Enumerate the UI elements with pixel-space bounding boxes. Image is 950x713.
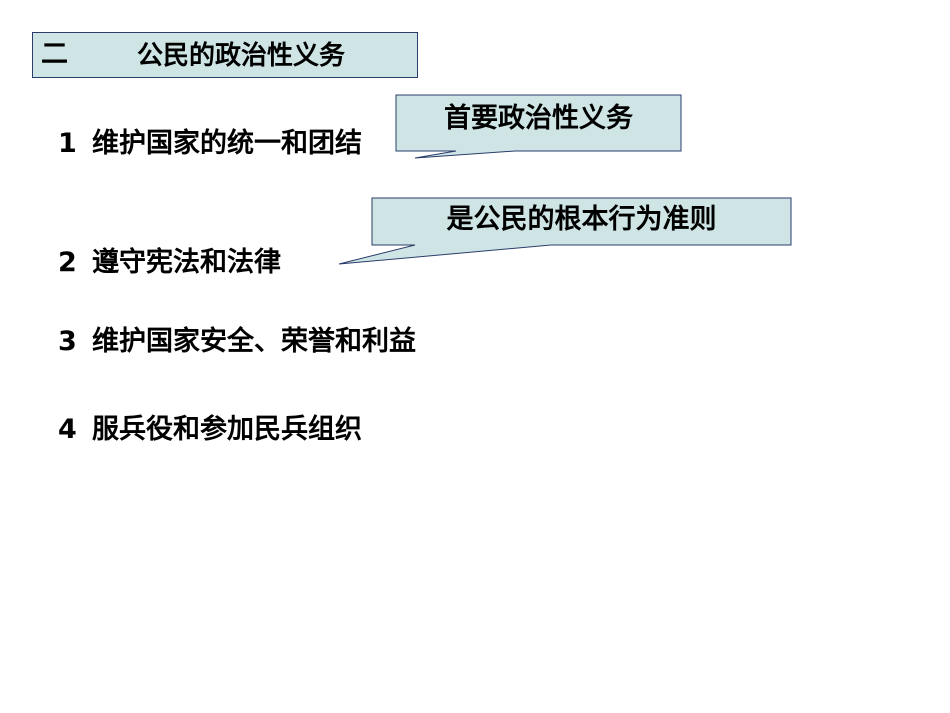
callout-text: 是公民的根本行为准则 [446, 204, 717, 235]
callout-primary-duty: 首要政治性义务 [396, 95, 681, 151]
list-item-number: 3 [58, 326, 77, 357]
list-item-number: 4 [58, 414, 77, 445]
list-item-text: 维护国家的统一和团结 [92, 128, 362, 159]
section-title: 公民的政治性义务 [137, 41, 346, 71]
list-item: 1 维护国家的统一和团结 [58, 128, 362, 160]
list-item: 2 遵守宪法和法律 [58, 247, 281, 279]
list-item: 4 服兵役和参加民兵组织 [58, 414, 362, 446]
list-item-text: 服兵役和参加民兵组织 [92, 414, 362, 445]
list-item-text: 维护国家安全、荣誉和利益 [92, 326, 416, 357]
section-number: 二 [41, 39, 68, 70]
callout-text: 首要政治性义务 [444, 103, 633, 134]
callout-basic-norm: 是公民的根本行为准则 [372, 198, 791, 245]
list-item-number: 1 [58, 128, 77, 159]
list-item: 3 维护国家安全、荣誉和利益 [58, 326, 416, 358]
list-item-text: 遵守宪法和法律 [92, 247, 281, 278]
list-item-number: 2 [58, 247, 77, 278]
section-title-box: 二 公民的政治性义务 [32, 32, 418, 78]
